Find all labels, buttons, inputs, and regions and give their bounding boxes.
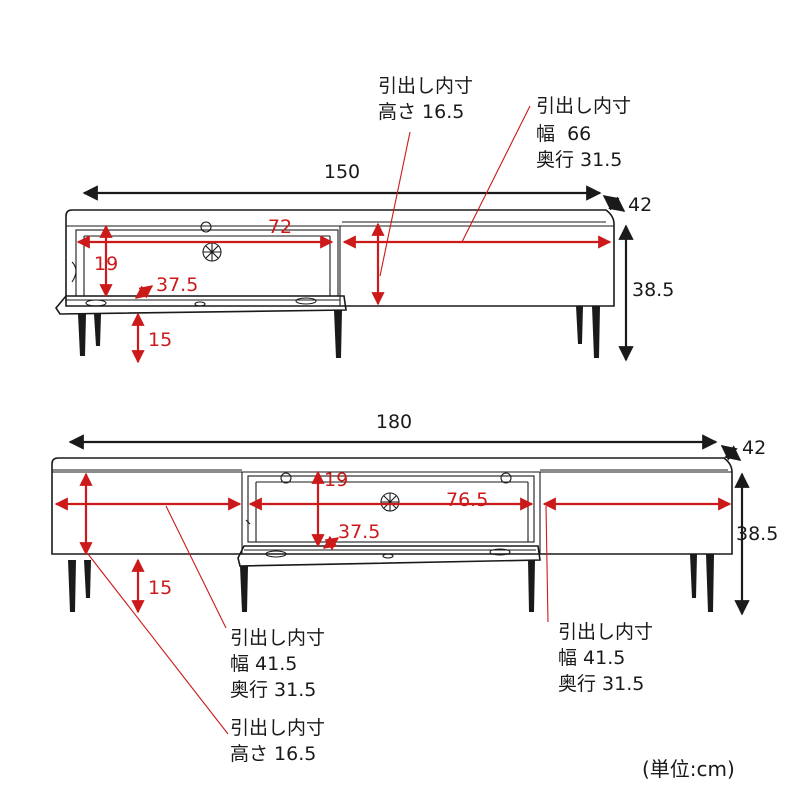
top-drawer-note-width: 幅 66	[536, 123, 591, 145]
bottom-right-drawer-note: 引出し内寸 幅 41.5 奥行 31.5	[558, 621, 653, 695]
top-height-label: 38.5	[632, 279, 674, 301]
bottom-left-height-note-value: 高さ 16.5	[230, 743, 316, 765]
bottom-left-height-note: 引出し内寸 高さ 16.5	[230, 717, 325, 765]
bottom-inner-width-label: 76.5	[446, 489, 488, 511]
bottom-height-label: 38.5	[736, 523, 778, 545]
top-drawer-note-leader	[461, 105, 531, 243]
bottom-right-drawer-note-depth: 奥行 31.5	[558, 673, 644, 695]
top-inner-depth-line	[134, 285, 154, 299]
bottom-unit: 180 42 38.5 76.5 19 37.5 15 引出し内寸 幅 41.5…	[51, 411, 778, 765]
top-height-note-leader	[379, 131, 411, 277]
bottom-left-drawer-note-leader	[165, 505, 227, 629]
unit-label: (単位:cm)	[642, 757, 735, 781]
top-drawer-note-title: 引出し内寸	[536, 95, 631, 117]
bottom-right-drawer-note-title: 引出し内寸	[558, 621, 653, 643]
top-open-drawer	[55, 221, 347, 315]
top-cabinet-body	[65, 209, 615, 307]
bottom-legs	[68, 554, 714, 612]
bottom-inner-depth-line	[322, 535, 340, 551]
bottom-left-drawer-note-width: 幅 41.5	[230, 653, 297, 675]
bottom-inner-depth-label: 37.5	[338, 521, 380, 543]
top-inner-height-label: 19	[94, 253, 118, 275]
bottom-left-height-note-leader	[87, 553, 229, 735]
top-legs	[78, 306, 600, 358]
bottom-right-drawer-note-width: 幅 41.5	[558, 647, 625, 669]
bottom-left-height-note-title: 引出し内寸	[230, 717, 325, 739]
bottom-left-drawer-note-depth: 奥行 31.5	[230, 679, 316, 701]
top-depth-dimension-line	[602, 195, 626, 212]
top-unit: 150 42 38.5 72 19 37.5 15 引出し内寸 高さ 16.5 …	[55, 75, 674, 364]
bottom-inner-height-label: 19	[324, 469, 348, 491]
bottom-leg-height-label: 15	[148, 577, 172, 599]
top-drawer-note-depth: 奥行 31.5	[536, 149, 622, 171]
bottom-depth-dimension-line	[720, 445, 742, 461]
bottom-cabinet-body	[51, 457, 733, 555]
top-depth-label: 42	[628, 194, 652, 216]
top-leg-height-label: 15	[148, 329, 172, 351]
top-width-label: 150	[324, 161, 360, 183]
top-drawer-note: 引出し内寸 幅 66 奥行 31.5	[536, 95, 631, 171]
bottom-right-drawer-note-leader	[545, 505, 549, 623]
bottom-left-drawer-note: 引出し内寸 幅 41.5 奥行 31.5	[230, 627, 325, 701]
bottom-depth-label: 42	[742, 437, 766, 459]
top-height-note: 引出し内寸 高さ 16.5	[378, 75, 473, 123]
bottom-open-drawer	[237, 472, 541, 567]
bottom-width-label: 180	[376, 411, 412, 433]
top-inner-depth-label: 37.5	[156, 274, 198, 296]
bottom-left-drawer-note-title: 引出し内寸	[230, 627, 325, 649]
top-inner-width-label: 72	[268, 216, 292, 238]
top-height-note-value: 高さ 16.5	[378, 101, 464, 123]
top-height-note-title: 引出し内寸	[378, 75, 473, 97]
